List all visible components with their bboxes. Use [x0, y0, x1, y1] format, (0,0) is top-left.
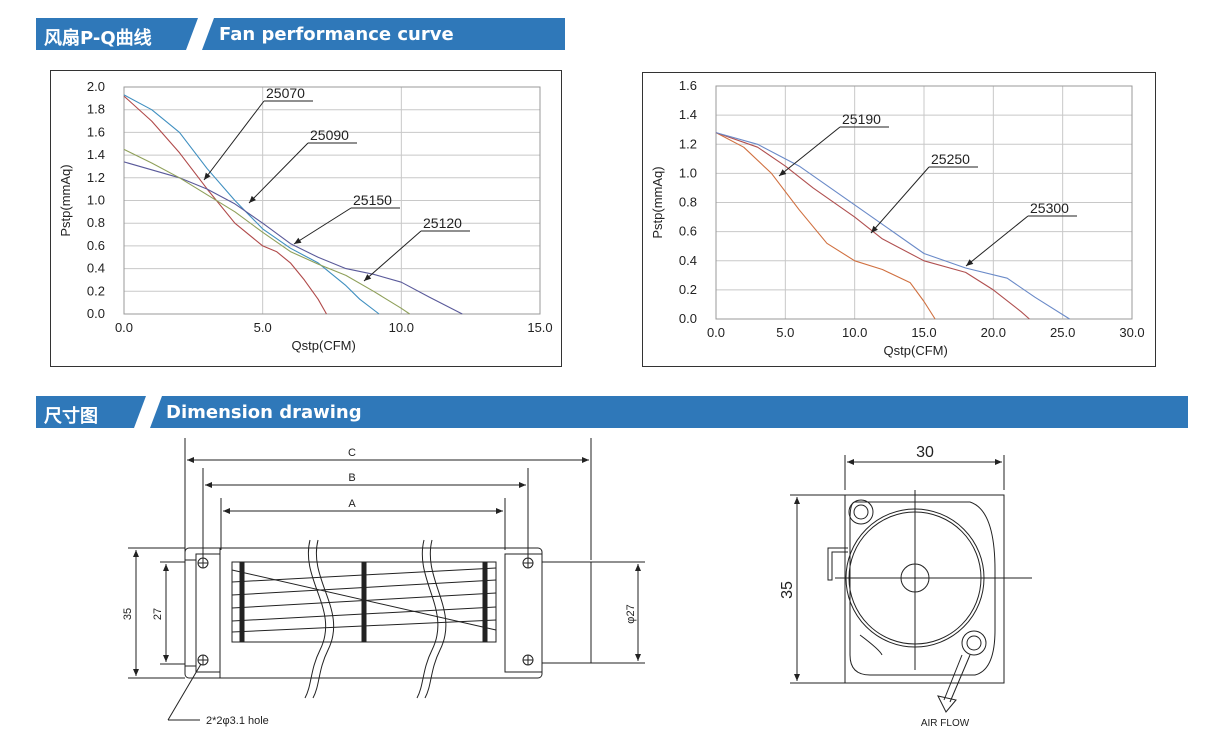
annotation-leader — [778, 126, 841, 177]
section-title-en: Dimension drawing — [166, 402, 362, 423]
y-tick-label: 0.2 — [87, 283, 105, 298]
annotation-arrowhead — [294, 237, 302, 244]
series-annotation-25300: 25300 — [1030, 200, 1069, 216]
series-annotation-25250: 25250 — [931, 151, 970, 167]
x-tick-label: 30.0 — [1119, 325, 1144, 340]
dim-height-35-label: 35 — [779, 581, 796, 599]
series-annotation-25150: 25150 — [353, 192, 392, 208]
series-line-25190 — [715, 132, 936, 320]
series-line-25070 — [123, 95, 327, 315]
annotation-leader — [965, 215, 1029, 267]
y-tick-label: 0.8 — [87, 215, 105, 230]
series-line-25150 — [123, 161, 463, 315]
x-tick-label: 20.0 — [981, 325, 1006, 340]
dim-height-27-label: 27 — [152, 608, 164, 620]
pq-chart-right-svg: 0.0 0.2 0.4 0.6 0.8 1.0 1.2 1.4 1.6 0.0 5.0 10.0 15.… — [650, 78, 1145, 358]
section-banner-curve: 风扇P-Q曲线 Fan performance curve — [36, 18, 565, 50]
y-tick-label: 1.0 — [679, 165, 697, 180]
y-tick-label: 0.4 — [87, 261, 105, 276]
side-view-labels: 30 35 AIR FLOW — [779, 444, 970, 729]
y-tick-label: 0.8 — [679, 195, 697, 210]
annotation-leader — [248, 142, 309, 204]
y-tick-label: 1.4 — [87, 147, 105, 162]
banner-slash-icon — [134, 396, 162, 428]
dim-c-label: C — [348, 447, 356, 459]
y-tick-label: 0.0 — [87, 306, 105, 321]
section-banner-dimension: 尺寸图 Dimension drawing — [36, 396, 1188, 428]
y-tick-label: 1.6 — [679, 78, 697, 93]
pq-chart-left-svg: 0.0 0.2 0.4 0.6 0.8 1.0 1.2 1.4 1.6 1.8 2.0 0.0 5.0 1… — [58, 79, 553, 353]
series-annotation-25090: 25090 — [310, 127, 349, 143]
section-title-cn: 风扇P-Q曲线 — [44, 28, 152, 49]
annotation-leader — [870, 166, 930, 234]
dimension-drawing: C B A 35 27 φ27 2*2φ3.1 hole — [122, 438, 1032, 729]
y-tick-label: 0.6 — [87, 238, 105, 253]
front-view-labels: C B A 35 27 φ27 2*2φ3.1 hole — [122, 447, 637, 727]
section-title-cn: 尺寸图 — [44, 406, 98, 427]
series-line-25090 — [123, 94, 380, 315]
x-tick-label: 15.0 — [911, 325, 936, 340]
y-tick-label: 1.8 — [87, 102, 105, 117]
x-tick-label: 0.0 — [707, 325, 725, 340]
section-title-en: Fan performance curve — [219, 24, 454, 45]
annotation-arrowhead — [871, 225, 878, 233]
y-tick-label: 1.2 — [87, 170, 105, 185]
dim-height-35-label: 35 — [122, 608, 134, 620]
dim-a-label: A — [348, 498, 356, 510]
x-axis-label: Qstp(CFM) — [292, 338, 356, 353]
y-tick-label: 0.4 — [679, 253, 697, 268]
dim-width-30-label: 30 — [916, 444, 934, 461]
y-tick-label: 0.0 — [679, 311, 697, 326]
x-tick-label: 25.0 — [1050, 325, 1075, 340]
annotation-arrowhead — [204, 172, 211, 180]
plot-frame — [123, 86, 541, 315]
banner-slash-icon — [186, 18, 214, 50]
x-tick-label: 15.0 — [527, 320, 552, 335]
y-tick-label: 1.0 — [87, 193, 105, 208]
x-tick-label: 10.0 — [389, 320, 414, 335]
y-tick-label: 1.2 — [679, 136, 697, 151]
y-tick-label: 2.0 — [87, 79, 105, 94]
series-line-25120 — [123, 148, 411, 315]
x-axis-label: Qstp(CFM) — [884, 343, 948, 358]
front-view — [128, 438, 645, 721]
airflow-label: AIR FLOW — [921, 718, 970, 729]
series-annotation-25190: 25190 — [842, 111, 881, 127]
y-axis-label: Pstp(mmAq) — [58, 164, 73, 236]
side-view — [790, 455, 1032, 713]
series-annotation-25120: 25120 — [423, 215, 462, 231]
x-tick-label: 5.0 — [776, 325, 794, 340]
annotation-arrowhead — [364, 274, 372, 281]
plot-frame — [715, 85, 1133, 320]
y-tick-label: 1.4 — [679, 107, 697, 122]
annotation-leader — [203, 100, 265, 181]
hole-note: 2*2φ3.1 hole — [206, 715, 269, 727]
annotation-leader — [293, 207, 352, 245]
x-tick-label: 0.0 — [115, 320, 133, 335]
annotation-leader — [363, 230, 422, 282]
dim-diameter-label: φ27 — [625, 604, 637, 623]
x-tick-label: 5.0 — [254, 320, 272, 335]
annotation-arrowhead — [249, 195, 256, 203]
y-tick-label: 0.6 — [679, 224, 697, 239]
dim-b-label: B — [348, 472, 355, 484]
series-annotation-25070: 25070 — [266, 85, 305, 101]
y-axis-label: Pstp(mmAq) — [650, 166, 665, 238]
y-tick-label: 0.2 — [679, 282, 697, 297]
series-line-25250 — [715, 132, 1030, 320]
pq-chart-left: 0.0 0.2 0.4 0.6 0.8 1.0 1.2 1.4 1.6 1.8 2.0 0.0 5.0 1… — [50, 70, 562, 367]
series-line-25300 — [715, 132, 1070, 320]
annotation-arrowhead — [966, 259, 974, 266]
annotation-arrowhead — [779, 169, 787, 176]
pq-chart-right: 0.0 0.2 0.4 0.6 0.8 1.0 1.2 1.4 1.6 0.0 5.0 10.0 15.… — [642, 72, 1156, 367]
x-tick-label: 10.0 — [842, 325, 867, 340]
y-tick-label: 1.6 — [87, 124, 105, 139]
